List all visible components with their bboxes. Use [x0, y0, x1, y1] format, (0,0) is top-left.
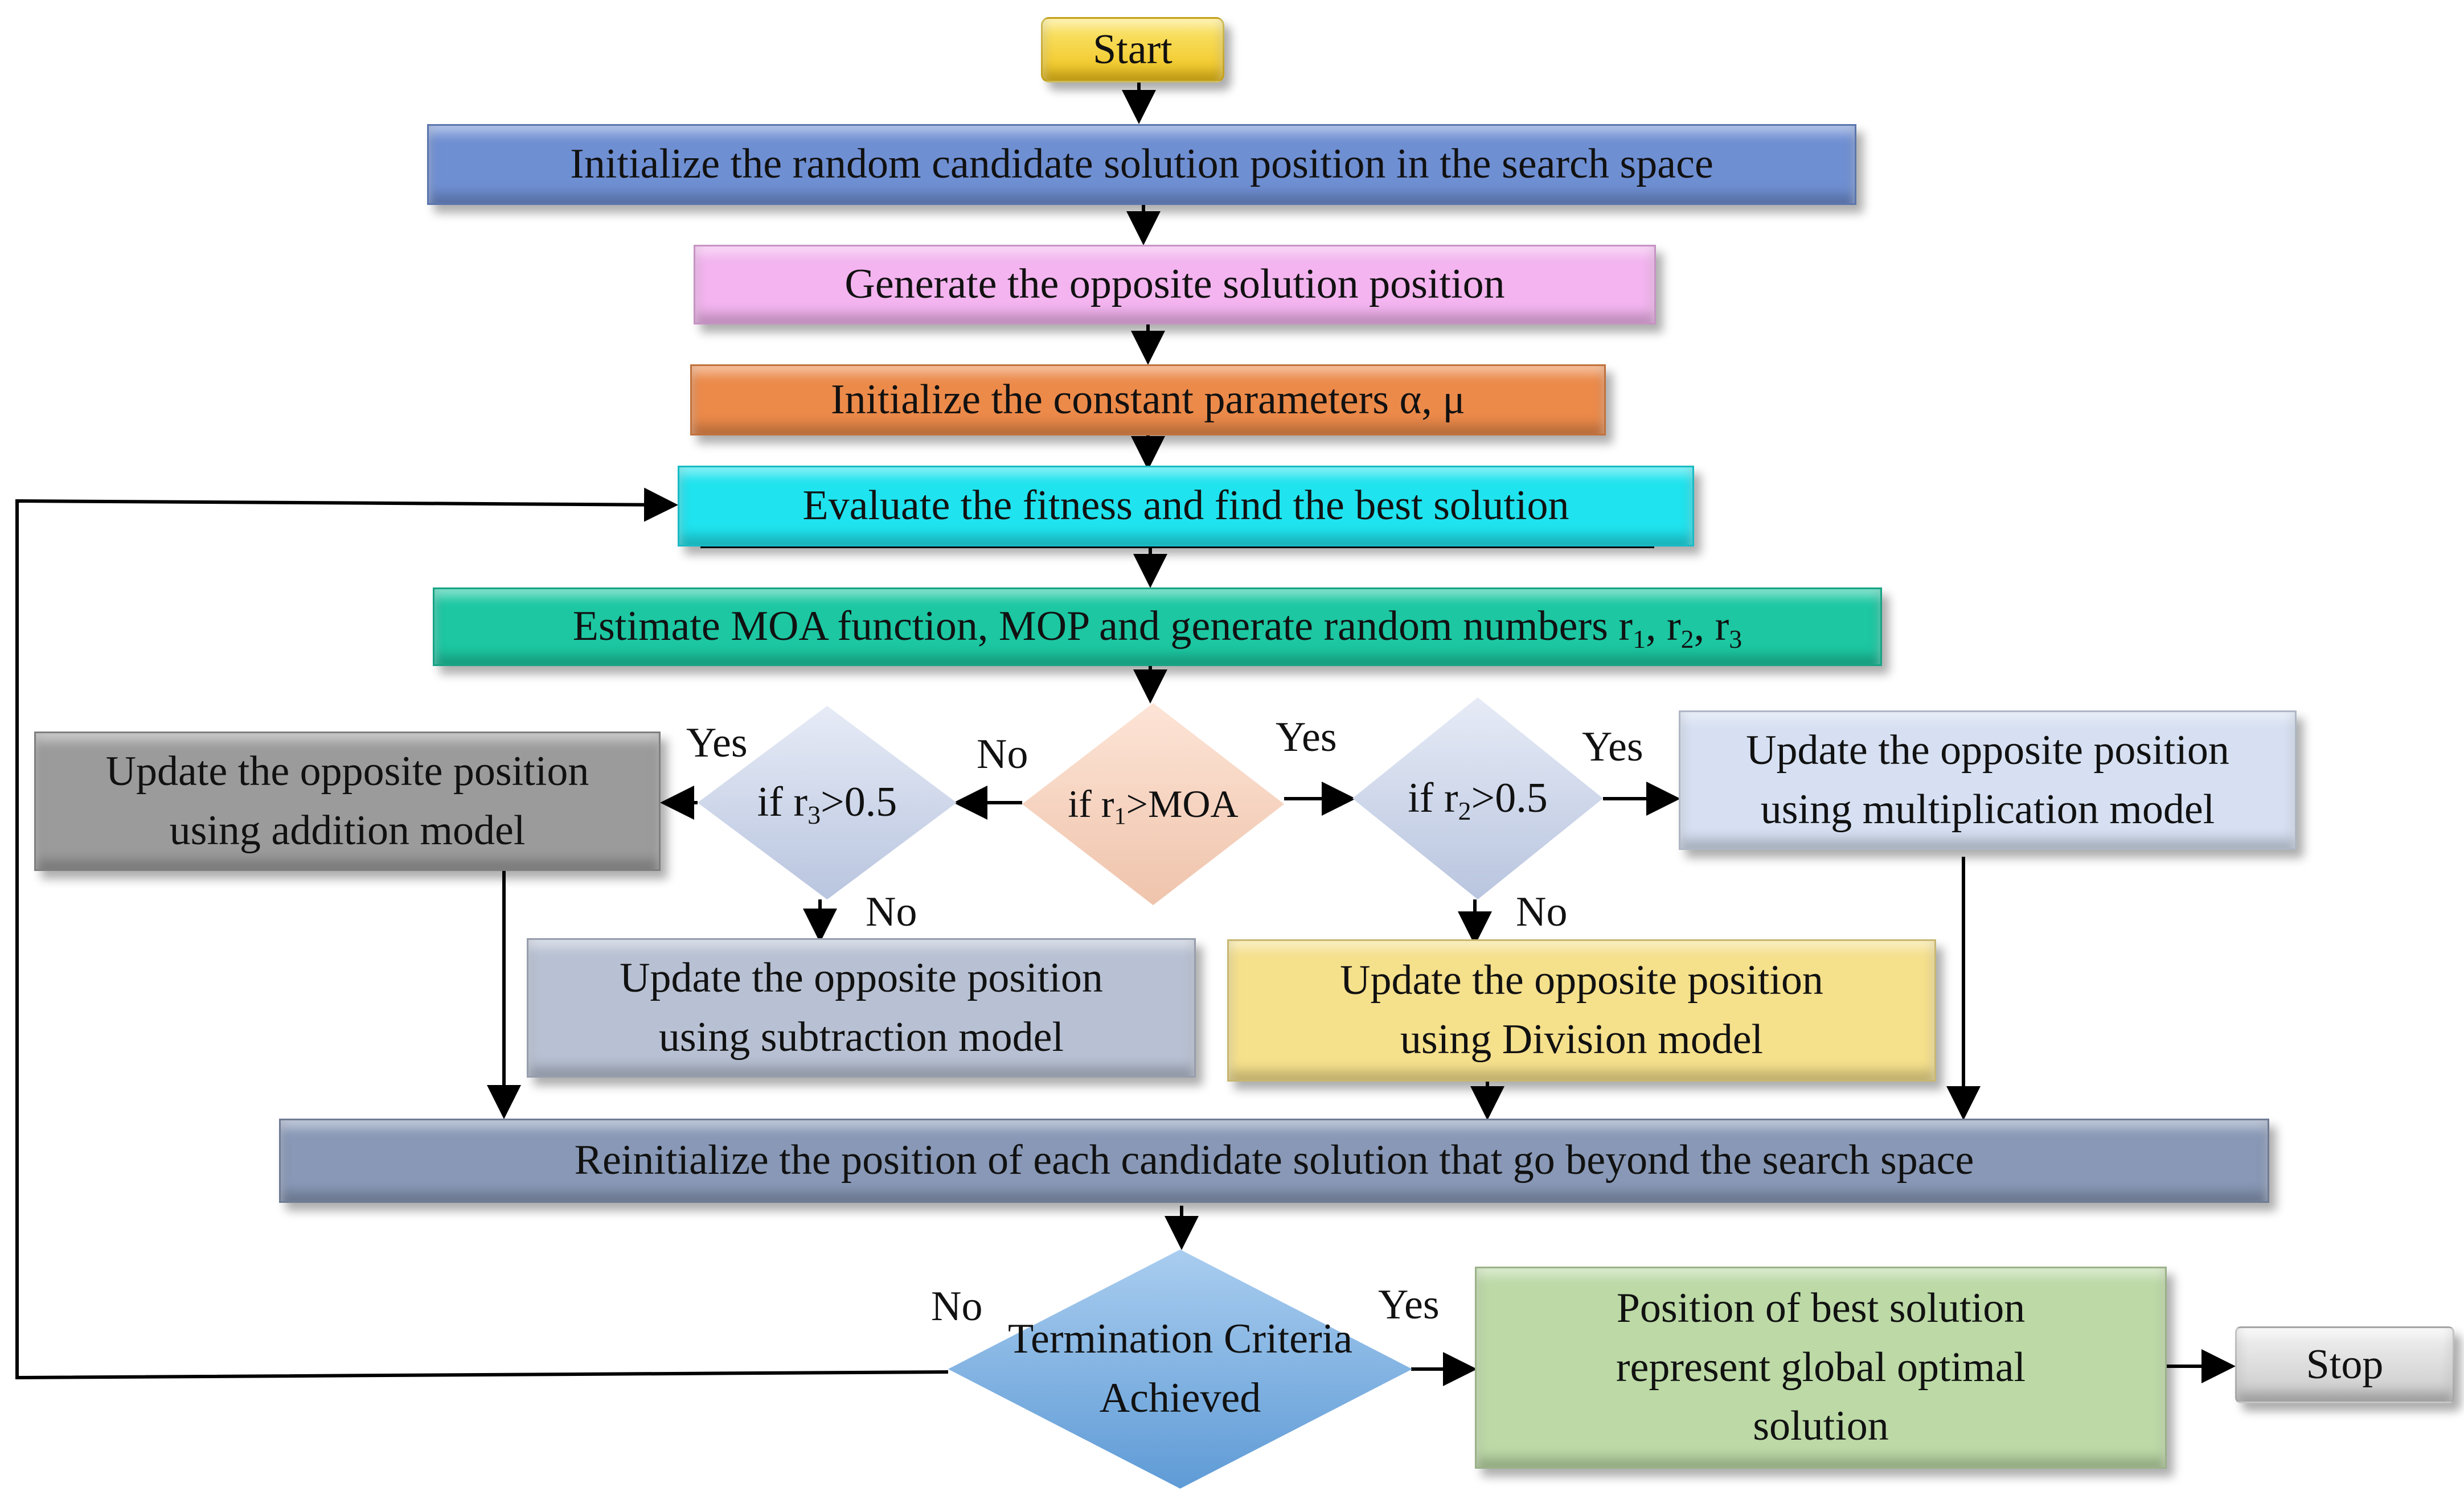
r2-post: >0.5 — [1471, 774, 1548, 821]
best-line1: Position of best solution — [1616, 1285, 2026, 1332]
r1-symbol: r — [1618, 603, 1633, 650]
best-line3: solution — [1753, 1403, 1889, 1450]
multiplication-node: Update the opposite position using multi… — [1679, 710, 2297, 850]
estimate-node: Estimate MOA function, MOP and generate … — [433, 587, 1882, 666]
separator-1: , — [1646, 603, 1667, 650]
r3-subscript: 3 — [1729, 624, 1743, 654]
init-label: Initialize the random candidate solution… — [570, 141, 1713, 188]
multiplication-line1: Update the opposite position — [1746, 726, 2229, 774]
reinit-label: Reinitialize the position of each candid… — [574, 1137, 1974, 1184]
addition-node: Update the opposite position using addit… — [34, 732, 661, 871]
r2-sub: 2 — [1458, 796, 1471, 825]
addition-line2: using addition model — [169, 807, 526, 854]
r3-post: >0.5 — [821, 779, 897, 826]
moa-decision-label: if r1>MOA — [1068, 777, 1238, 831]
division-line2: using Division model — [1400, 1016, 1764, 1063]
moa-pre: if r — [1068, 782, 1114, 825]
moa-decision: if r1>MOA — [1022, 703, 1284, 905]
evaluate-label: Evaluate the fitness and find the best s… — [802, 482, 1569, 529]
subtraction-line1: Update the opposite position — [620, 954, 1103, 1001]
termination-label: Termination Criteria Achieved — [1008, 1310, 1352, 1428]
start-node: Start — [1041, 17, 1224, 83]
termination-line1: Termination Criteria — [1007, 1316, 1353, 1363]
r1-subscript: 1 — [1633, 624, 1646, 654]
division-node: Update the opposite position using Divis… — [1227, 939, 1936, 1082]
r2-decision-label: if r2>0.5 — [1408, 769, 1548, 828]
addition-line1: Update the opposite position — [105, 747, 589, 795]
division-line1: Update the opposite position — [1340, 957, 1823, 1004]
best-line2: represent global optimal — [1616, 1343, 2026, 1391]
termination-line2: Achieved — [1099, 1375, 1261, 1421]
r2-yes-label: Yes — [1582, 724, 1643, 770]
subtraction-line2: using subtraction model — [658, 1013, 1064, 1061]
generate-opposite-label: Generate the opposite solution position — [844, 261, 1505, 308]
params-node: Initialize the constant parameters α, μ — [690, 364, 1606, 435]
r3-pre: if r — [757, 779, 808, 826]
r3-symbol: r — [1715, 603, 1729, 650]
r3-yes-label: Yes — [686, 720, 748, 766]
r3-decision-label: if r3>0.5 — [757, 773, 897, 832]
stop-node: Stop — [2235, 1326, 2454, 1403]
params-label: Initialize the constant parameters α, μ — [830, 376, 1465, 423]
estimate-prefix: Estimate MOA function, MOP and generate … — [572, 603, 1619, 650]
r3-sub: 3 — [807, 800, 821, 829]
stop-label: Stop — [2306, 1341, 2384, 1388]
best-solution-node: Position of best solution represent glob… — [1475, 1267, 2167, 1469]
moa-yes-label: Yes — [1276, 714, 1337, 761]
r2-decision: if r2>0.5 — [1352, 697, 1603, 899]
evaluate-node: Evaluate the fitness and find the best s… — [678, 466, 1694, 546]
r3-no-label: No — [866, 889, 917, 935]
start-label: Start — [1093, 26, 1172, 73]
arrow-loop-back-to-evaluate — [15, 487, 949, 1380]
r2-subscript: 2 — [1680, 624, 1694, 654]
init-node: Initialize the random candidate solution… — [427, 124, 1856, 205]
termination-decision: Termination Criteria Achieved — [948, 1250, 1412, 1489]
r2-pre: if r — [1408, 774, 1458, 821]
moa-sub: 1 — [1114, 803, 1126, 830]
moa-no-label: No — [977, 731, 1028, 778]
r3-decision: if r3>0.5 — [698, 706, 957, 899]
termination-no-label: No — [931, 1283, 983, 1330]
termination-yes-label: Yes — [1378, 1281, 1440, 1328]
r2-symbol: r — [1667, 603, 1681, 650]
generate-opposite-node: Generate the opposite solution position — [694, 245, 1656, 324]
estimate-label: Estimate MOA function, MOP and generate … — [573, 597, 1742, 656]
subtraction-node: Update the opposite position using subtr… — [527, 938, 1196, 1078]
reinit-node: Reinitialize the position of each candid… — [279, 1119, 2269, 1203]
moa-post: >MOA — [1126, 782, 1239, 825]
multiplication-line2: using multiplication model — [1760, 786, 2215, 833]
separator-2: , — [1694, 603, 1715, 650]
r2-no-label: No — [1516, 889, 1568, 935]
